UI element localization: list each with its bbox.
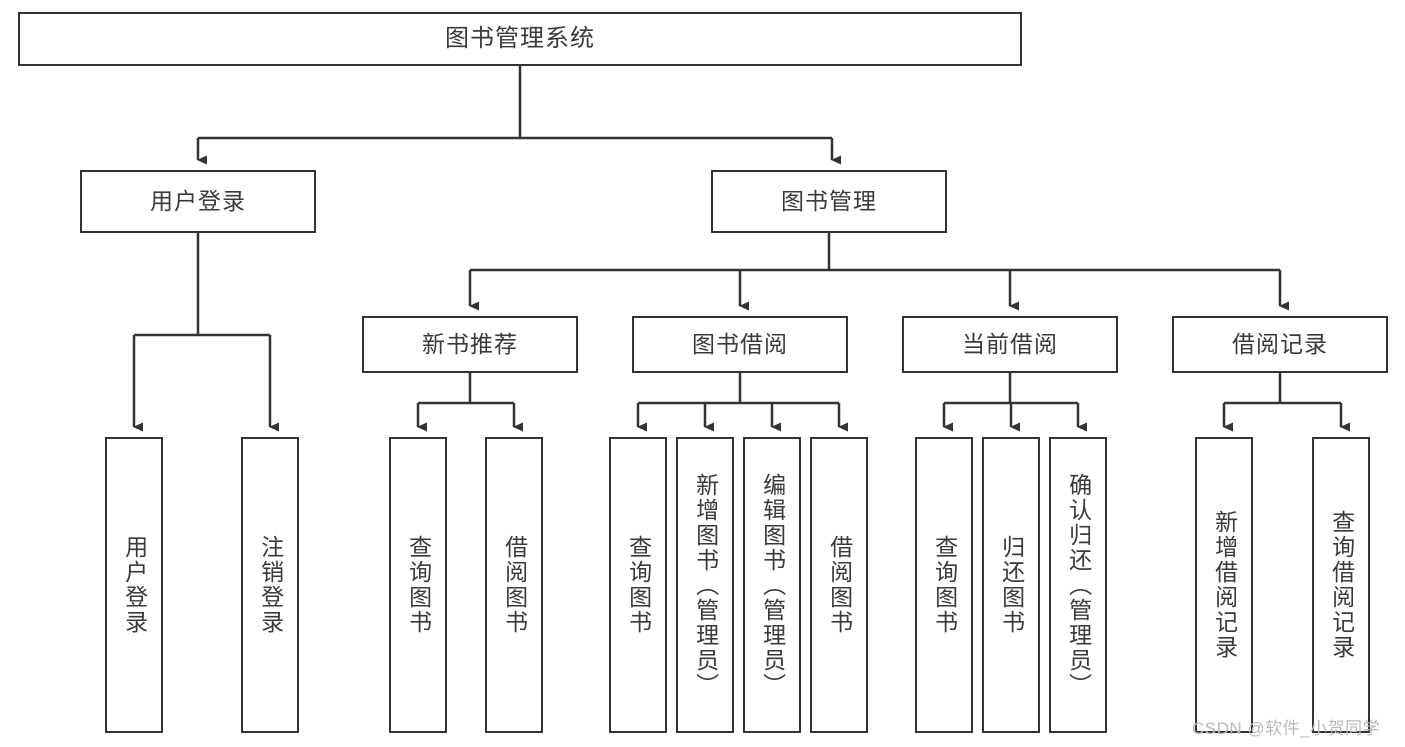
node-leaf-newbook-borrow[interactable]: 借阅图书	[485, 437, 543, 733]
node-leaf-label: 确认归还（管理员）	[1065, 472, 1092, 698]
node-root-label: 图书管理系统	[445, 24, 595, 52]
node-new-book-recommend-label: 新书推荐	[422, 330, 518, 357]
node-leaf-label: 查询图书	[931, 535, 958, 635]
node-leaf-label: 新增借阅记录	[1211, 510, 1238, 660]
node-leaf-label: 借阅图书	[501, 535, 528, 635]
node-leaf-label: 编辑图书（管理员）	[759, 472, 786, 698]
node-leaf-label: 用户登录	[121, 535, 148, 635]
node-leaf-borrowbook-edit[interactable]: 编辑图书（管理员）	[743, 437, 801, 733]
node-leaf-label: 归还图书	[998, 535, 1025, 635]
watermark: CSDN @软件_小贺同学	[1192, 719, 1381, 738]
node-leaf-newbook-query[interactable]: 查询图书	[389, 437, 447, 733]
node-leaf-label: 查询图书	[625, 535, 652, 635]
node-user-login[interactable]: 用户登录	[80, 170, 316, 233]
node-borrow-record-label: 借阅记录	[1232, 330, 1328, 357]
node-leaf-currentborrow-confirm-return[interactable]: 确认归还（管理员）	[1049, 437, 1107, 733]
node-new-book-recommend[interactable]: 新书推荐	[362, 316, 578, 373]
node-leaf-borrowbook-query[interactable]: 查询图书	[609, 437, 667, 733]
node-leaf-label: 查询图书	[405, 535, 432, 635]
node-book-borrow[interactable]: 图书借阅	[632, 316, 848, 373]
node-leaf-currentborrow-return[interactable]: 归还图书	[982, 437, 1040, 733]
node-leaf-label: 新增图书（管理员）	[692, 472, 719, 698]
node-borrow-record[interactable]: 借阅记录	[1172, 316, 1388, 373]
node-root-book-management-system[interactable]: 图书管理系统	[18, 12, 1022, 66]
node-book-borrow-label: 图书借阅	[692, 330, 788, 357]
node-book-management[interactable]: 图书管理	[711, 170, 947, 233]
node-leaf-borrowrecord-query[interactable]: 查询借阅记录	[1312, 437, 1370, 733]
node-leaf-currentborrow-query[interactable]: 查询图书	[915, 437, 973, 733]
node-leaf-label: 查询借阅记录	[1328, 510, 1355, 660]
node-current-borrow-label: 当前借阅	[962, 330, 1058, 357]
node-leaf-borrowbook-add[interactable]: 新增图书（管理员）	[676, 437, 734, 733]
node-leaf-label: 注销登录	[257, 535, 284, 635]
node-leaf-borrowbook-borrow[interactable]: 借阅图书	[810, 437, 868, 733]
node-leaf-borrowrecord-add[interactable]: 新增借阅记录	[1195, 437, 1253, 733]
node-leaf-label: 借阅图书	[826, 535, 853, 635]
node-book-management-label: 图书管理	[781, 187, 877, 214]
node-current-borrow[interactable]: 当前借阅	[902, 316, 1118, 373]
node-leaf-user-login-signin[interactable]: 用户登录	[105, 437, 163, 733]
node-user-login-label: 用户登录	[150, 187, 246, 214]
node-leaf-user-login-signout[interactable]: 注销登录	[241, 437, 299, 733]
